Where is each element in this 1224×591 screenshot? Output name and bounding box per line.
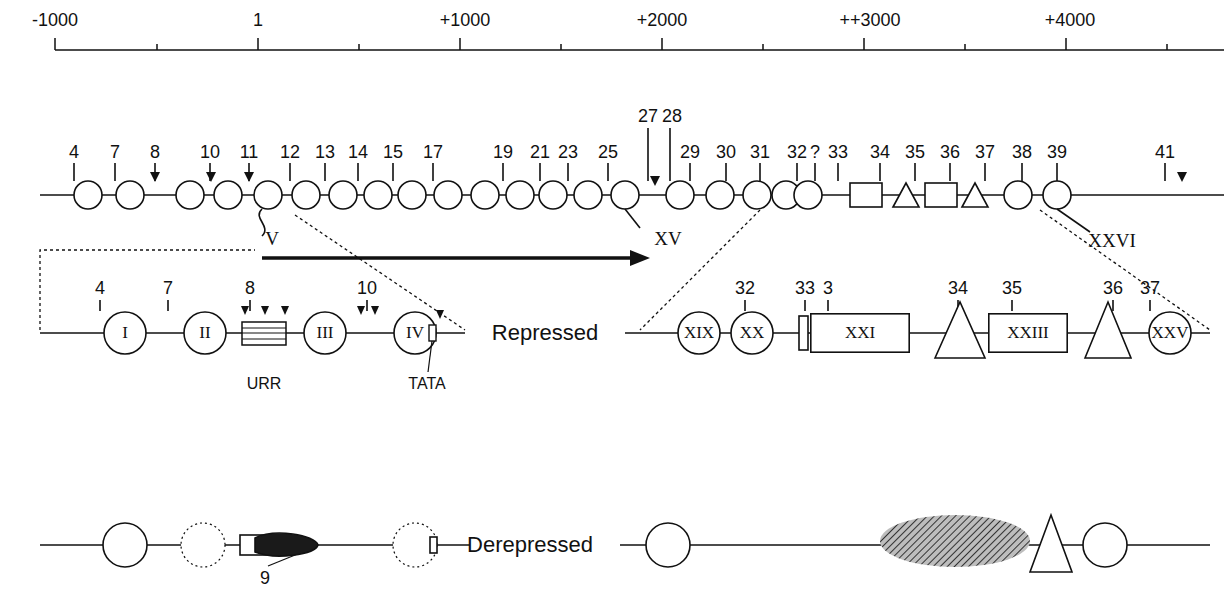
nucleosome-circle: IV xyxy=(393,311,437,355)
callout-number: 39 xyxy=(1047,143,1067,161)
callout-number: 8 xyxy=(245,279,255,297)
nucleosome xyxy=(74,181,1071,209)
callout-number: V xyxy=(265,229,279,248)
transcription-arrow xyxy=(630,250,650,266)
callout-number: 32 xyxy=(787,143,807,161)
callout-number: XXVI xyxy=(1088,231,1136,250)
callout-number: 34 xyxy=(948,279,968,297)
scale-number: +1000 xyxy=(440,11,491,29)
region-box: XXI xyxy=(810,313,910,353)
callout-number: URR xyxy=(247,376,282,392)
callout-number: TATA xyxy=(408,376,445,392)
callout-number: 15 xyxy=(383,143,403,161)
scale-number: -1000 xyxy=(32,11,78,29)
callout-number: 37 xyxy=(1140,279,1160,297)
expansion-line xyxy=(40,210,1210,330)
callout-number: 38 xyxy=(1012,143,1032,161)
urr-box xyxy=(242,322,286,345)
scale-number: +4000 xyxy=(1045,11,1096,29)
callout-number: 21 xyxy=(530,143,550,161)
callout-number: 33 xyxy=(795,279,815,297)
nucleosome-circle: III xyxy=(303,311,347,355)
callout-number: 7 xyxy=(110,143,120,161)
scale-axis xyxy=(55,38,1224,50)
callout-number: 28 xyxy=(662,107,682,125)
numeral-label: XXIII xyxy=(1007,323,1049,343)
callout-number: 17 xyxy=(423,143,443,161)
callout-number: 35 xyxy=(1002,279,1022,297)
numeral-label: I xyxy=(122,323,128,343)
callout-number: 14 xyxy=(348,143,368,161)
callout-number: 33 xyxy=(828,143,848,161)
callout-number: 30 xyxy=(716,143,736,161)
nucleosome-circle: I xyxy=(103,311,147,355)
callout-number: 32 xyxy=(735,279,755,297)
callout-number: 13 xyxy=(315,143,335,161)
callout-number: 41 xyxy=(1155,143,1175,161)
callout-number: 36 xyxy=(940,143,960,161)
callout-number: 34 xyxy=(870,143,890,161)
scale-number: 1 xyxy=(253,11,263,29)
callout-number: 31 xyxy=(750,143,770,161)
numeral-label: XXV xyxy=(1152,323,1189,343)
nucleosome-circle: XX xyxy=(730,311,774,355)
callout-number: 27 xyxy=(638,107,658,125)
scale-number: ++3000 xyxy=(839,11,900,29)
callout-number: 29 xyxy=(680,143,700,161)
nucleosome-circle: XXV xyxy=(1148,311,1192,355)
callout-number: 8 xyxy=(150,143,160,161)
leader-line xyxy=(428,341,432,372)
callout-number: 7 xyxy=(163,279,173,297)
callout-number: 36 xyxy=(1103,279,1123,297)
region-box: XXIII xyxy=(988,313,1068,353)
numeral-label: II xyxy=(199,323,210,343)
nucleosome-circle: II xyxy=(183,311,227,355)
numeral-label: III xyxy=(317,323,334,343)
derepressed-shape xyxy=(103,515,1127,572)
leader-line xyxy=(259,209,1090,258)
callout-number: 3 xyxy=(823,279,833,297)
repressed-shape xyxy=(799,302,1131,358)
callout-number: 11 xyxy=(240,143,259,161)
callout-number: 10 xyxy=(357,279,377,297)
callout-number: 25 xyxy=(598,143,618,161)
state-label: Derepressed xyxy=(467,534,593,556)
callout-number: XV xyxy=(654,229,681,248)
callout-number: 23 xyxy=(558,143,578,161)
numeral-label: XXI xyxy=(845,323,875,343)
callout-number: 4 xyxy=(69,143,79,161)
scale-number: +2000 xyxy=(637,11,688,29)
state-label: Repressed xyxy=(492,322,598,344)
numeral-label: XIX xyxy=(684,323,714,343)
callout-number: ? xyxy=(810,143,820,161)
nucleosome-circle: XIX xyxy=(677,311,721,355)
tata-box xyxy=(429,325,436,341)
callout-number: 12 xyxy=(280,143,300,161)
cut-site-arrowhead xyxy=(150,172,1187,186)
callout-number: 19 xyxy=(493,143,513,161)
numeral-label: XX xyxy=(740,323,765,343)
callout-number: 9 xyxy=(260,569,270,587)
callout-number: 10 xyxy=(200,143,220,161)
callout-number: 4 xyxy=(95,279,105,297)
numeral-label: IV xyxy=(406,323,424,343)
callout-number: 35 xyxy=(905,143,925,161)
callout-number: 37 xyxy=(975,143,995,161)
